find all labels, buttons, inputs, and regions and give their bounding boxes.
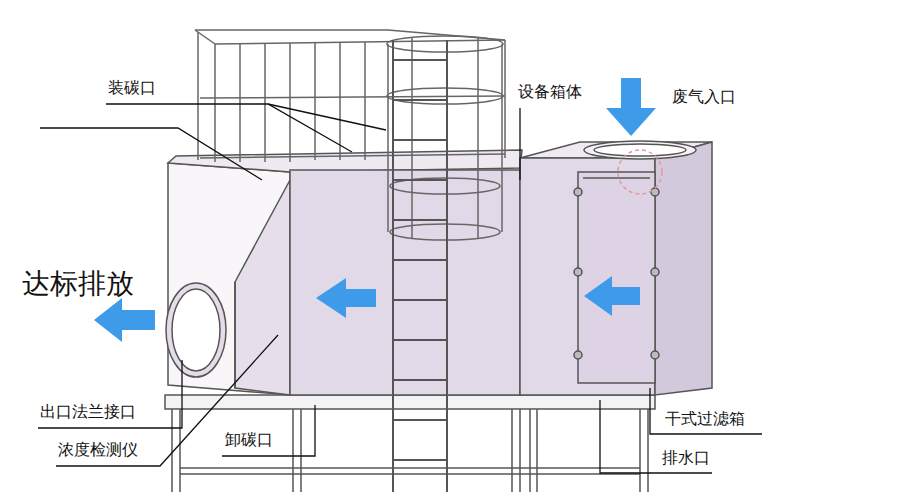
ladder <box>393 219 447 221</box>
support-stand <box>647 409 649 492</box>
ladder <box>393 379 447 381</box>
support-stand <box>529 409 531 492</box>
outlet-box <box>168 163 290 395</box>
part-label: 装碳口 <box>108 78 156 99</box>
ladder-cage <box>501 44 503 232</box>
filter-box <box>583 177 650 179</box>
support-stand <box>171 409 173 492</box>
filter-box <box>651 268 659 276</box>
filter-box <box>651 351 659 359</box>
top-railing <box>339 42 341 160</box>
carbon-box <box>168 150 522 395</box>
filter-box <box>574 351 582 359</box>
leader-line <box>650 388 762 434</box>
support-stand <box>179 409 181 492</box>
filter-box <box>520 158 655 395</box>
flow-arrow <box>316 278 376 318</box>
ladder-cage <box>387 44 389 232</box>
top-railing <box>239 44 241 162</box>
top-railing <box>264 43 266 162</box>
outlet-box <box>166 163 290 395</box>
part-label: 废气入口 <box>672 87 736 108</box>
part-label: 浓度检测仪 <box>58 440 138 461</box>
carbon-box <box>290 170 520 395</box>
top-railing <box>200 154 505 158</box>
ladder-cage <box>390 224 500 240</box>
ladder <box>393 99 447 101</box>
ladder <box>393 59 447 61</box>
support-stand <box>511 409 513 492</box>
outlet-box <box>172 289 220 371</box>
part-label: 干式过滤箱 <box>665 409 745 430</box>
part-label: 出口法兰接口 <box>40 402 136 423</box>
leader-line <box>268 104 386 130</box>
ladder <box>393 179 447 181</box>
ladder-cage <box>387 36 503 240</box>
support-stand <box>639 409 641 492</box>
carbon-box <box>168 150 522 172</box>
support-stand <box>165 395 655 409</box>
top-railing <box>504 40 506 158</box>
flow-arrow <box>606 78 656 136</box>
support-stand <box>165 395 655 492</box>
support-stand <box>300 409 302 492</box>
filter-box <box>520 141 712 395</box>
leader-line <box>106 104 352 152</box>
filter-box <box>520 142 712 158</box>
filter-box <box>655 142 712 395</box>
ladder-cage <box>387 36 503 52</box>
leader-line <box>40 128 262 180</box>
filter-box <box>574 268 582 276</box>
part-label: 达标排放 <box>22 266 134 302</box>
leader-line <box>519 108 520 180</box>
part-label: 设备箱体 <box>518 82 582 103</box>
support-stand <box>519 409 521 492</box>
outlet-box <box>166 283 226 377</box>
part-label: 卸碳口 <box>225 430 273 451</box>
ladder <box>393 259 447 261</box>
ladder <box>393 419 447 421</box>
support-stand <box>292 409 294 492</box>
outlet-box <box>235 180 290 395</box>
top-railing <box>195 30 505 162</box>
filter-box <box>594 144 686 156</box>
filter-box <box>584 141 696 159</box>
ladder <box>392 40 394 492</box>
ladder <box>393 339 447 341</box>
top-railing <box>364 42 366 160</box>
part-label: 排水口 <box>662 448 710 469</box>
leader-line <box>222 405 315 456</box>
ladder-cage <box>477 38 479 238</box>
leader-line <box>38 360 182 428</box>
support-stand <box>180 467 640 469</box>
ladder <box>393 459 447 461</box>
flow-arrow <box>94 298 155 342</box>
top-railing <box>214 44 216 162</box>
leader-line <box>56 335 278 466</box>
outlet-box <box>234 282 236 388</box>
ladder-cage <box>411 38 413 238</box>
support-stand <box>180 473 640 475</box>
flow-arrow <box>94 78 656 342</box>
filter-box <box>618 150 662 194</box>
ladder <box>393 40 447 492</box>
ladder <box>446 40 448 492</box>
flow-arrow <box>584 276 640 316</box>
filter-box <box>578 172 655 383</box>
ladder-cage <box>390 178 500 194</box>
leader-line <box>38 104 762 473</box>
top-railing <box>215 40 505 44</box>
top-railing <box>195 29 388 31</box>
ladder <box>393 299 447 301</box>
top-railing <box>289 43 291 162</box>
filter-box <box>651 188 659 196</box>
ladder-cage <box>387 88 503 104</box>
ladder <box>393 139 447 141</box>
top-railing <box>200 96 505 98</box>
top-railing <box>314 42 316 160</box>
filter-box <box>574 188 582 196</box>
support-stand <box>536 409 538 492</box>
